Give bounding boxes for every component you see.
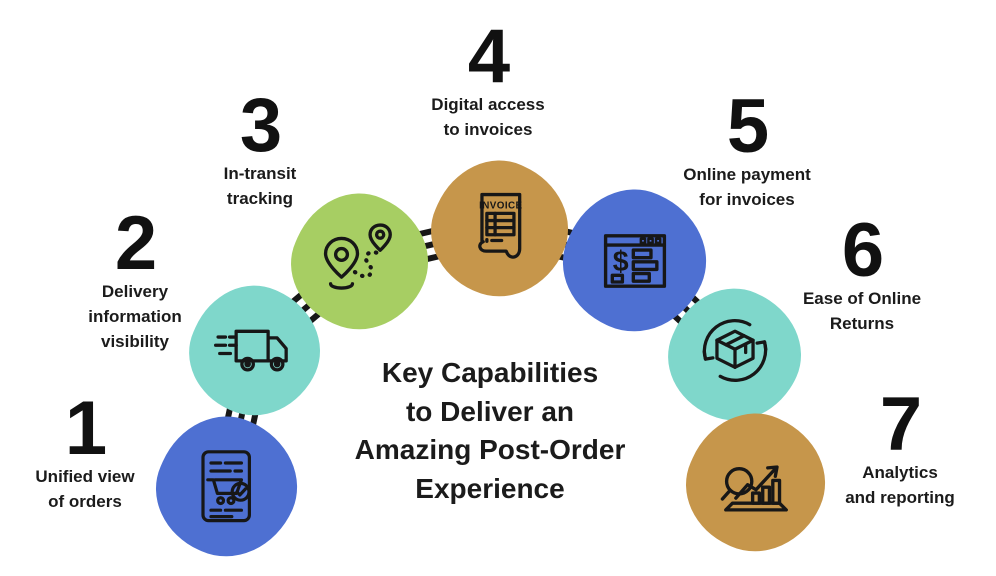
step-3-circle [298,200,422,324]
step-1-circle [163,423,291,551]
step-6-number: 6 [841,208,884,293]
infographic-title: Key Capabilities to Deliver an Amazing P… [354,357,626,504]
step-7-circle [693,420,819,546]
step-2-circle [196,292,314,410]
dollar-sign: $ [613,246,629,278]
route-map-pins-icon [323,223,392,290]
step-2-label: Delivery information visibility [88,282,182,351]
step-5-circle: $ [570,196,700,326]
package-return-arrows-icon [702,319,768,382]
order-document-cart-icon [201,450,251,523]
step-5-number: 5 [726,84,769,169]
step-4-circle: INVOICE [438,167,562,291]
step-1-number: 1 [64,386,107,471]
invoice-document-icon: INVOICE [478,192,522,259]
step-4-text: 4 Digital access to invoices [398,14,578,143]
step-4-number: 4 [467,14,510,99]
step-6-circle [675,295,795,415]
step-6-label: Ease of Online Returns [802,289,922,333]
step-5-label: Online payment for invoices [683,165,811,209]
step-1-text: 1 Unified view of orders [5,386,165,515]
online-payment-browser-icon: $ [603,234,667,288]
step-2-text: 2 Delivery information visibility [55,201,215,354]
step-3-number: 3 [239,83,282,168]
delivery-truck-icon [214,329,288,372]
analytics-chart-magnifier-icon [720,465,788,512]
step-1-label: Unified view of orders [35,467,135,511]
step-7-text: 7 Analytics and reporting [812,382,988,511]
step-7-label: Analytics and reporting [845,463,955,507]
step-3-label: In-transit tracking [223,164,297,208]
step-2-number: 2 [114,201,157,286]
step-5-text: 5 Online payment for invoices [657,84,837,213]
step-4-label: Digital access to invoices [431,95,545,139]
step-6-text: 6 Ease of Online Returns [772,208,952,337]
step-3-text: 3 In-transit tracking [180,83,340,212]
step-7-number: 7 [879,382,922,467]
invoice-label-text: INVOICE [479,201,522,212]
